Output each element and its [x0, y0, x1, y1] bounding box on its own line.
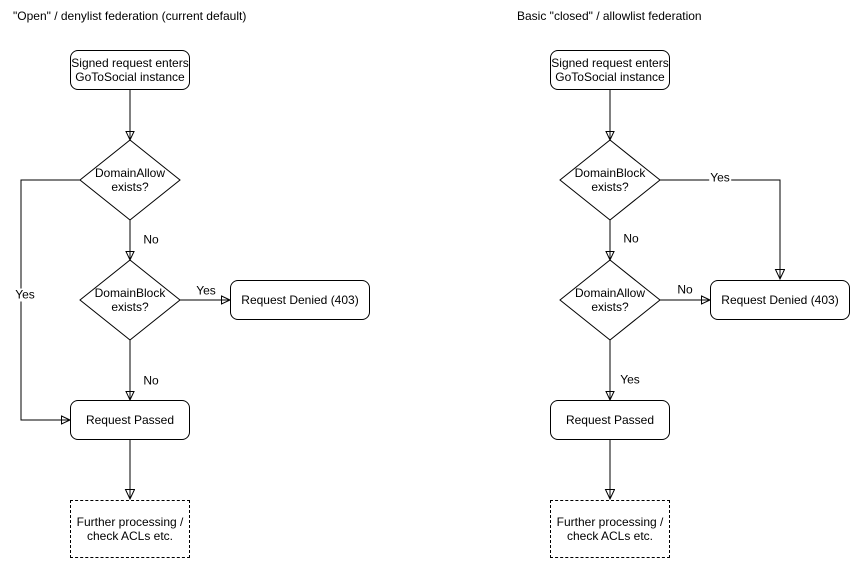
- right-decision2-yes-label: Yes: [619, 372, 641, 387]
- left-decision1-yes-label: Yes: [14, 287, 36, 302]
- right-start-node: Signed request enters GoToSocial instanc…: [550, 50, 670, 90]
- left-decision1-node: DomainAllow exists?: [80, 140, 180, 220]
- right-passed-node-label: Request Passed: [565, 413, 655, 427]
- right-denied-node: Request Denied (403): [710, 280, 850, 320]
- right-denied-node-label: Request Denied (403): [721, 293, 839, 307]
- left-decision2-node: DomainBlock exists?: [80, 260, 180, 340]
- right-decision1-label: DomainBlock exists?: [574, 166, 646, 194]
- left-denied-node-label: Request Denied (403): [241, 293, 359, 307]
- right-decision1-node: DomainBlock exists?: [560, 140, 660, 220]
- right-decision2-label: DomainAllow exists?: [574, 286, 646, 314]
- right-decision2-node: DomainAllow exists?: [560, 260, 660, 340]
- left-decision1-no-label: No: [142, 232, 160, 247]
- left-further-processing-label: Further processing / check ACLs etc.: [76, 515, 184, 543]
- left-further-processing-node: Further processing / check ACLs etc.: [70, 500, 190, 558]
- right-passed-node: Request Passed: [550, 400, 670, 440]
- left-passed-node-label: Request Passed: [85, 413, 175, 427]
- right-decision1-no-label: No: [622, 231, 640, 246]
- right-further-processing-node: Further processing / check ACLs etc.: [550, 500, 670, 558]
- right-start-node-label: Signed request enters GoToSocial instanc…: [551, 56, 669, 84]
- left-start-node: Signed request enters GoToSocial instanc…: [70, 50, 190, 90]
- right-chart-title: Basic "closed" / allowlist federation: [517, 9, 702, 23]
- left-chart-title: "Open" / denylist federation (current de…: [13, 9, 247, 23]
- right-further-processing-label: Further processing / check ACLs etc.: [556, 515, 664, 543]
- left-passed-node: Request Passed: [70, 400, 190, 440]
- left-decision2-label: DomainBlock exists?: [94, 286, 166, 314]
- right-decision1-yes-label: Yes: [709, 170, 731, 185]
- right-decision2-no-label: No: [676, 282, 694, 297]
- right-edge-decision1-yes-to-denied: [660, 179, 780, 279]
- left-decision2-yes-label: Yes: [195, 283, 217, 298]
- left-denied-node: Request Denied (403): [230, 280, 370, 320]
- left-start-node-label: Signed request enters GoToSocial instanc…: [71, 56, 189, 84]
- left-decision1-label: DomainAllow exists?: [94, 166, 166, 194]
- left-decision2-no-label: No: [142, 373, 160, 388]
